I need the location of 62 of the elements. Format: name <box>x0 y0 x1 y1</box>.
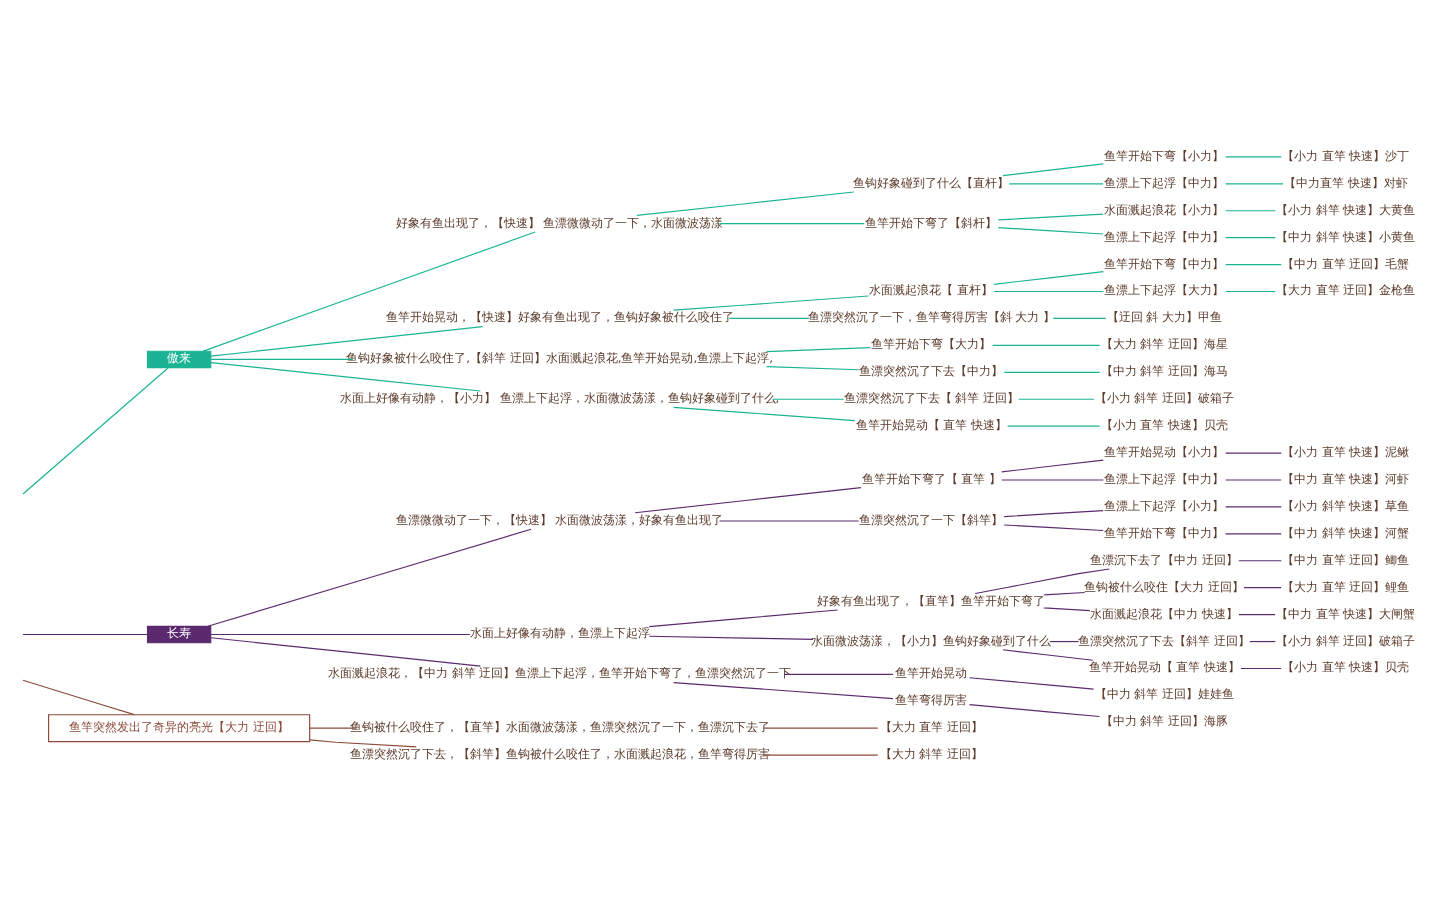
connector <box>1052 316 1107 319</box>
connector <box>1043 606 1091 611</box>
connector <box>968 676 1095 689</box>
connector <box>22 366 169 494</box>
connector <box>210 636 481 666</box>
connector <box>1225 505 1282 507</box>
connector <box>1225 289 1276 292</box>
connector <box>719 222 865 224</box>
connector <box>1225 263 1282 265</box>
connector <box>309 738 417 747</box>
connector <box>636 190 855 215</box>
connector <box>1043 590 1086 595</box>
connector <box>1007 424 1101 426</box>
connector <box>1001 458 1104 472</box>
connector <box>783 672 894 674</box>
connector <box>1002 162 1104 176</box>
connector <box>1049 639 1080 642</box>
connector <box>974 567 1110 594</box>
connector <box>673 681 894 699</box>
connector <box>993 269 1104 284</box>
connector <box>22 632 148 635</box>
connector <box>997 212 1104 220</box>
connector <box>993 289 1104 292</box>
connector <box>1003 370 1101 372</box>
connector <box>1243 586 1282 588</box>
connector <box>1002 648 1094 660</box>
connector <box>210 357 354 359</box>
connector <box>207 527 532 626</box>
connector <box>1238 559 1282 561</box>
connector <box>1225 532 1282 534</box>
connector <box>210 325 484 356</box>
connector <box>1018 397 1095 399</box>
connector <box>1225 209 1276 211</box>
connector <box>22 678 135 715</box>
connector <box>765 346 871 352</box>
connector <box>1008 182 1104 184</box>
connector <box>728 316 810 319</box>
connector <box>648 634 814 639</box>
connector <box>772 397 845 399</box>
connector <box>1003 523 1104 531</box>
connector <box>968 703 1101 717</box>
connector <box>763 753 879 755</box>
connector <box>1003 509 1104 517</box>
connector <box>1240 666 1282 669</box>
connector <box>1225 182 1284 184</box>
connector <box>210 361 481 391</box>
connector <box>634 486 862 513</box>
connector <box>1225 236 1276 238</box>
connector <box>991 343 1101 345</box>
connector <box>1225 451 1282 453</box>
connector <box>673 405 856 421</box>
connector <box>210 632 471 635</box>
connector <box>765 365 859 370</box>
connector <box>997 226 1104 234</box>
connector <box>763 726 879 728</box>
connector <box>673 294 869 310</box>
connector <box>1225 155 1282 157</box>
connector <box>1238 613 1276 615</box>
connector <box>309 726 357 728</box>
connector <box>648 608 839 627</box>
connector <box>202 230 536 351</box>
connector <box>1249 639 1276 642</box>
